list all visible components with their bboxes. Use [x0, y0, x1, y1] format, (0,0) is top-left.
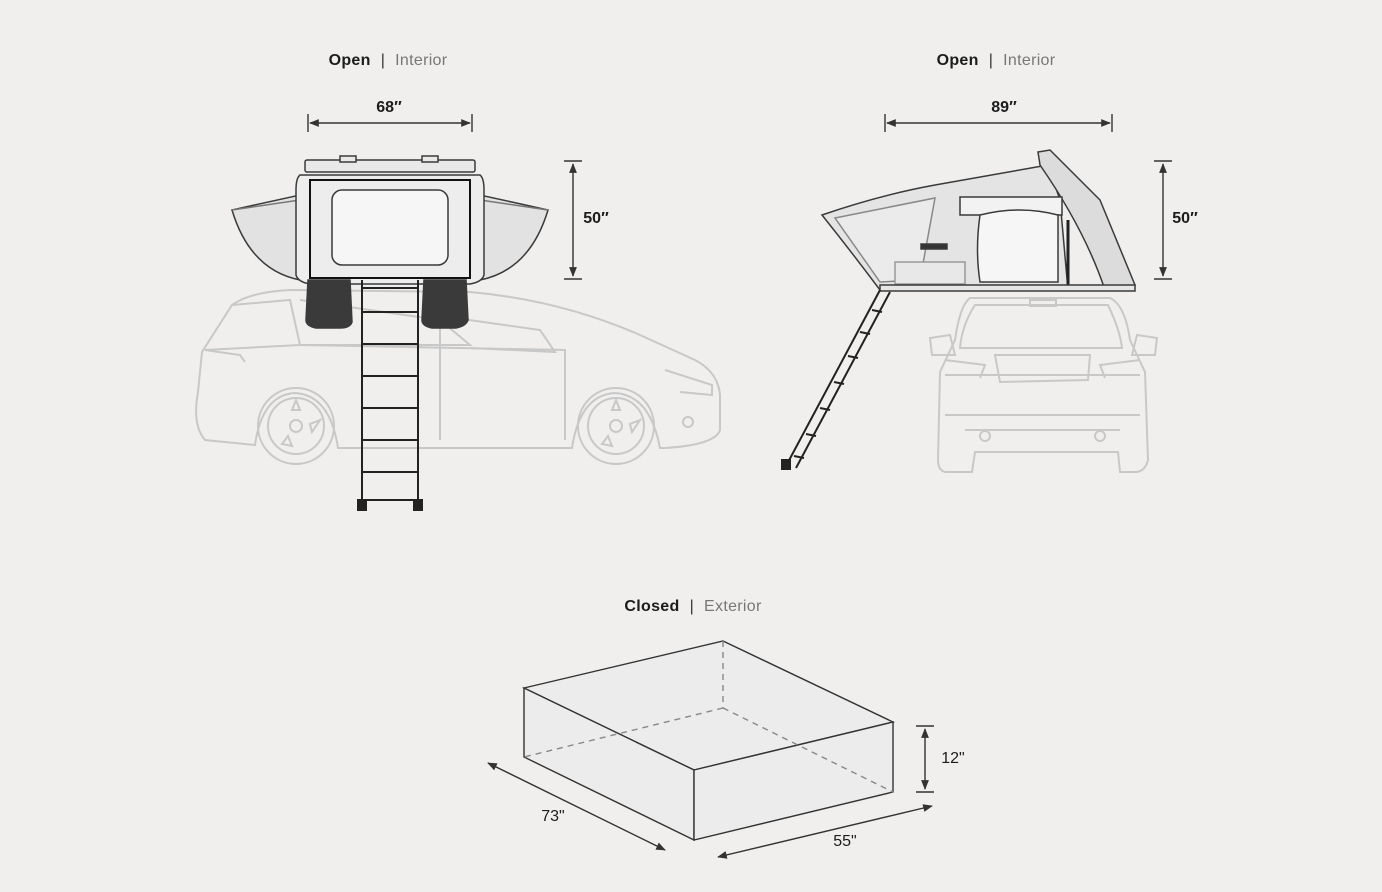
- separator: |: [380, 52, 386, 69]
- dimension-lines-side: [884, 114, 1172, 280]
- car-wheels: [257, 387, 655, 465]
- header-front-open: Open | Interior: [329, 52, 448, 70]
- dimension-front-height: 50″: [583, 210, 609, 227]
- dimension-lines-front: [307, 114, 582, 280]
- car-rear-view: [928, 297, 1159, 473]
- state-label: Closed: [624, 598, 680, 615]
- dimension-front-width: 68″: [376, 99, 402, 116]
- dimension-side-height: 50″: [1172, 210, 1198, 227]
- view-label: Exterior: [704, 598, 762, 615]
- state-label: Open: [328, 52, 371, 69]
- dimension-lines-closed: [487, 725, 934, 859]
- state-label: Open: [936, 52, 979, 69]
- header-side-open: Open | Interior: [937, 52, 1056, 70]
- ladder-front: [357, 280, 423, 511]
- separator: |: [988, 52, 994, 69]
- dimension-closed-height: 12": [941, 750, 965, 767]
- dimension-side-width: 89″: [991, 99, 1017, 116]
- tent-side-open: [820, 149, 1137, 292]
- view-label: Interior: [1003, 52, 1056, 69]
- closed-box: [521, 640, 896, 842]
- ladder-side: [781, 289, 891, 470]
- separator: |: [689, 598, 695, 615]
- header-closed: Closed | Exterior: [624, 598, 761, 616]
- tent-front-open: [231, 155, 549, 329]
- view-label: Interior: [395, 52, 448, 69]
